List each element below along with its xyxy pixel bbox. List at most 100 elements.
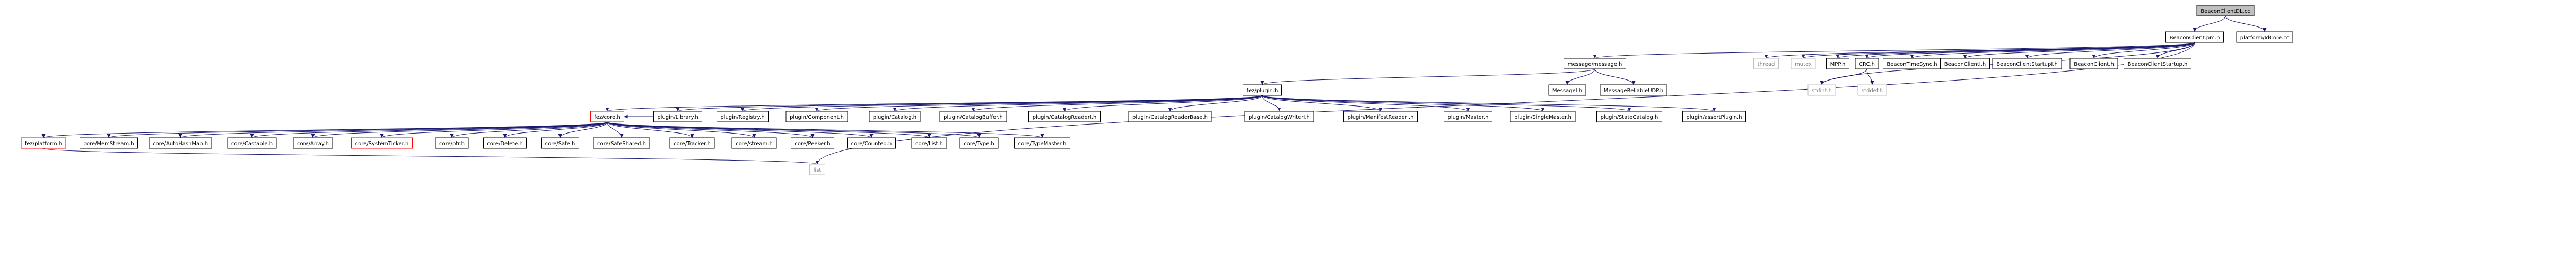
node-c-castable[interactable]: core/Castable.h (227, 137, 277, 149)
node-fezplatform[interactable]: fez/platform.h (21, 137, 66, 149)
node-c-type[interactable]: core/Type.h (959, 137, 999, 149)
node-p-manifest[interactable]: plugin/ManifestReaderI.h (1343, 111, 1418, 122)
node-fezplugin[interactable]: fez/plugin.h (1243, 84, 1282, 96)
node-c-counted[interactable]: core/Counted.h (847, 137, 896, 149)
node-messagei[interactable]: MessageI.h (1548, 84, 1586, 96)
node-message-h[interactable]: message/message.h (1564, 58, 1626, 69)
node-mpp[interactable]: MPP.h (1826, 58, 1849, 69)
node-p-singlemaster[interactable]: plugin/SingleMaster.h (1510, 111, 1576, 122)
edge-fezcore-to-c_autohashmap (178, 121, 608, 138)
node-c-memstream[interactable]: core/MemStream.h (80, 137, 138, 149)
node-c-tracker[interactable]: core/Tracker.h (669, 137, 715, 149)
node-timesync[interactable]: BeaconTimeSync.h (1883, 58, 1941, 69)
node-p-library[interactable]: plugin/Library.h (653, 111, 702, 122)
node-box (1014, 137, 1070, 149)
node-label: core/Peeker.h (794, 141, 830, 147)
node-p-component[interactable]: plugin/Component.h (785, 111, 848, 122)
node-box (1791, 58, 1816, 69)
node-label: plugin/SingleMaster.h (1514, 114, 1571, 120)
node-label: BeaconClientStartupI.h (1996, 61, 2058, 67)
node-p-catbuffer[interactable]: plugin/CatalogBuffer.h (939, 111, 1007, 122)
node-box (1444, 111, 1492, 122)
node-c-peeker[interactable]: core/Peeker.h (791, 137, 834, 149)
node-c-delete[interactable]: core/Delete.h (483, 137, 527, 149)
edge-fezplugin-to-p_component (815, 95, 1263, 112)
node-box (1940, 58, 1990, 69)
node-box (1244, 111, 1314, 122)
edge-beaconclient_pmh-to-message_h (1593, 42, 2195, 59)
node-box (541, 137, 579, 149)
node-label: core/Safe.h (545, 141, 575, 147)
node-startup[interactable]: BeaconClientStartup.h (2124, 58, 2191, 69)
node-p-catreaderi[interactable]: plugin/CatalogReaderI.h (1028, 111, 1101, 122)
node-c-typemaster[interactable]: core/TypeMaster.h (1014, 137, 1070, 149)
node-box (1857, 84, 1887, 96)
node-beaconclient-pmh[interactable]: BeaconClient.pm.h (2165, 31, 2224, 43)
node-p-registry[interactable]: plugin/Registry.h (717, 111, 769, 122)
node-c-array[interactable]: core/Array.h (293, 137, 333, 149)
node-box (1128, 111, 1212, 122)
node-c-autohashmap[interactable]: core/AutoHashMap.h (149, 137, 212, 149)
node-label: stddef.h (1862, 88, 1883, 94)
node-c-list[interactable]: core/List.h (911, 137, 947, 149)
node-p-catalog[interactable]: plugin/Catalog.h (869, 111, 921, 122)
node-box (293, 137, 333, 149)
node-box (847, 137, 896, 149)
node-box (717, 111, 769, 122)
node-c-safeshared[interactable]: core/SafeShared.h (593, 137, 650, 149)
node-label: plugin/CatalogBuffer.h (944, 114, 1003, 120)
node-label: platform/IdCore.cc (2240, 35, 2289, 41)
node-c-ptr[interactable]: core/ptr.h (435, 137, 469, 149)
node-startupi[interactable]: BeaconClientStartupI.h (1992, 58, 2062, 69)
node-root[interactable]: BeaconClientDL.cc (2196, 5, 2255, 16)
node-box (1807, 84, 1836, 96)
edge-message_h-to-messagei (1565, 68, 1595, 85)
edge-crc-to-stddef (1866, 68, 1874, 85)
node-box (869, 111, 921, 122)
edge-fezcore-to-c_typemaster (607, 121, 1044, 138)
node-crc[interactable]: CRC.h (1855, 58, 1879, 69)
node-thread: thread (1753, 58, 1779, 69)
node-fezcore[interactable]: fez/core.h (590, 111, 624, 122)
edge-fezplugin-to-p_singlemaster (1262, 95, 1545, 112)
node-box (959, 137, 999, 149)
node-p-catwriteri[interactable]: plugin/CatalogWriterI.h (1244, 111, 1314, 122)
node-label: core/ptr.h (439, 141, 465, 147)
edge-fezplugin-to-p_assertplugin (1262, 95, 1716, 112)
node-label: list (814, 167, 822, 173)
node-box (2236, 31, 2293, 43)
node-label: core/Tracker.h (674, 141, 711, 147)
edge-fezplugin-to-p_catbuffer (971, 95, 1263, 112)
node-label: plugin/StateCatalog.h (1601, 114, 1658, 120)
node-label: MPP.h (1830, 61, 1846, 67)
node-p-catreaderbase[interactable]: plugin/CatalogReaderBase.h (1128, 111, 1212, 122)
node-bclient[interactable]: BeaconClient.h (2069, 58, 2118, 69)
node-label: plugin/Registry.h (720, 114, 764, 120)
node-p-assertplugin[interactable]: plugin/assertPlugin.h (1682, 111, 1746, 122)
node-label: BeaconClientStartup.h (2128, 61, 2188, 67)
edge-beaconclient_pmh-to-bclient (2092, 42, 2195, 59)
node-box (21, 137, 66, 149)
node-reliableudp[interactable]: MessageReliableUDP.h (1600, 84, 1667, 96)
node-p-statecatalog[interactable]: plugin/StateCatalog.h (1596, 111, 1662, 122)
node-c-systicker[interactable]: core/SystemTicker.h (351, 137, 413, 149)
node-box (80, 137, 138, 149)
node-label: plugin/ManifestReaderI.h (1348, 114, 1414, 120)
node-box (1855, 58, 1879, 69)
node-stddef: stddef.h (1857, 84, 1887, 96)
node-bclienti[interactable]: BeaconClientI.h (1940, 58, 1990, 69)
node-c-stream[interactable]: core/stream.h (731, 137, 777, 149)
node-label: BeaconTimeSync.h (1887, 61, 1937, 67)
edge-beaconclient_pmh-to-timesync (1910, 42, 2195, 59)
node-p-master[interactable]: plugin/Master.h (1444, 111, 1492, 122)
node-label: fez/platform.h (25, 141, 62, 147)
node-c-safe[interactable]: core/Safe.h (541, 137, 579, 149)
edge-message_h-to-fezplugin (1260, 68, 1595, 85)
node-box (653, 111, 702, 122)
node-label: MessageI.h (1552, 88, 1582, 94)
node-label: mutex (1795, 61, 1812, 67)
node-box (1343, 111, 1418, 122)
node-platformidcore[interactable]: platform/IdCore.cc (2236, 31, 2293, 43)
node-box (1028, 111, 1101, 122)
node-box (227, 137, 277, 149)
